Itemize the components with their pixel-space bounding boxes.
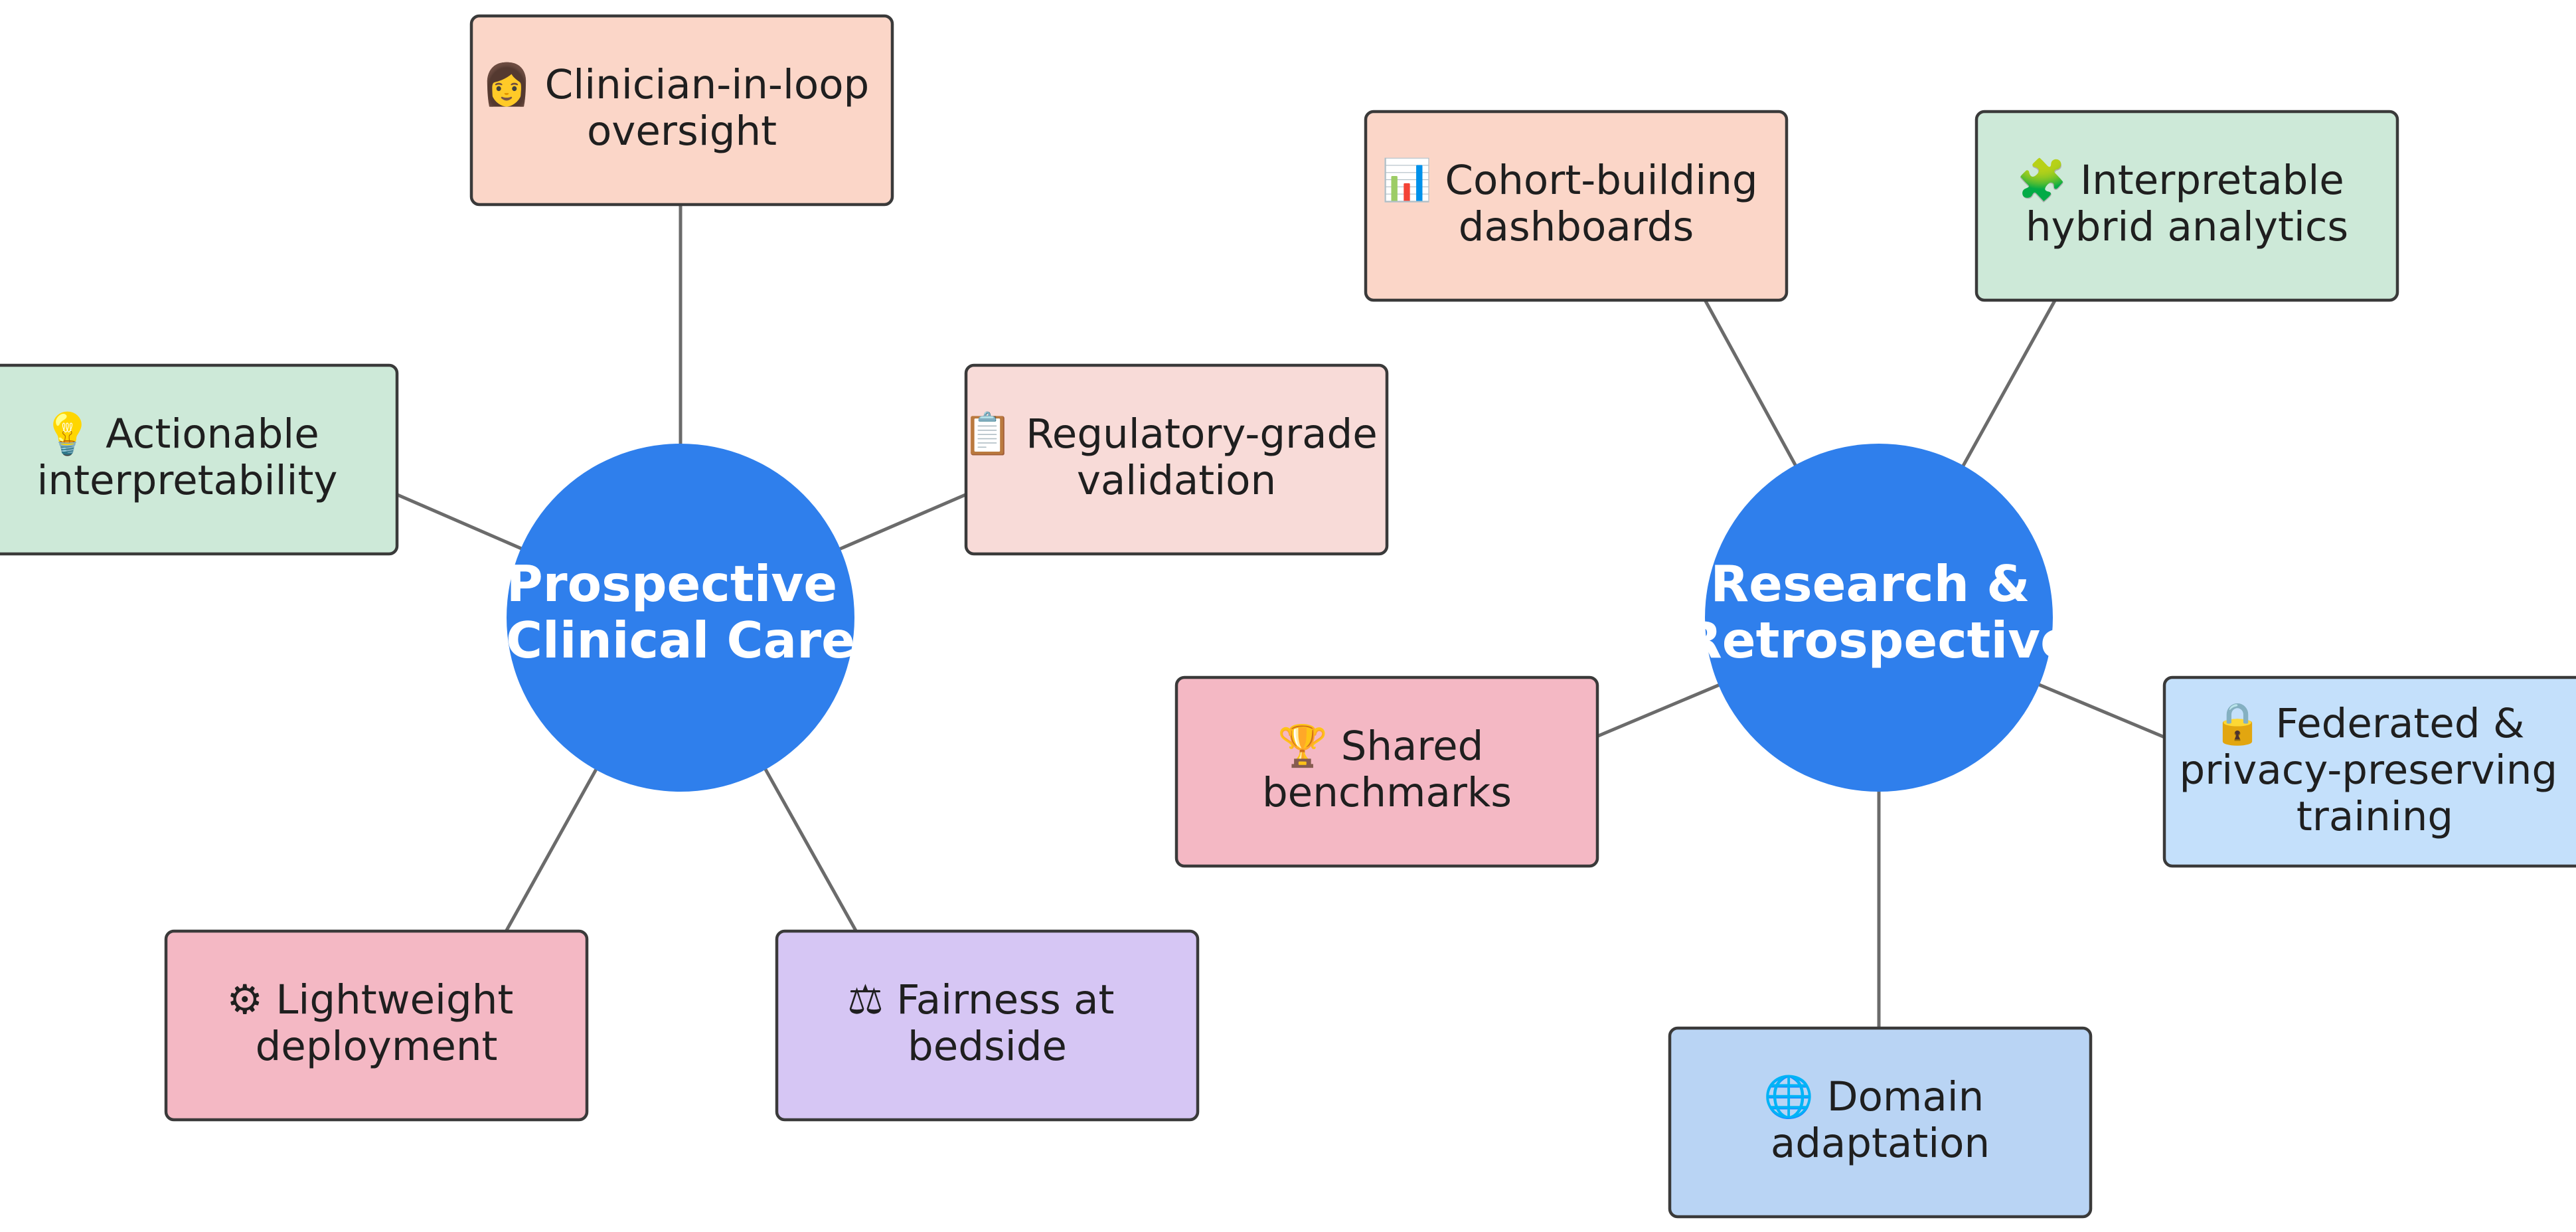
svg-text:👩 Clinician-in-loop ove: 👩 Clinician-in-loop oversight	[481, 61, 882, 155]
node-box	[1174, 675, 1599, 868]
node-line: hybrid analytics	[2026, 203, 2348, 250]
node-shared-benchmarks: 🏆 Shared benchmarks	[1174, 675, 1599, 868]
node-line: 👩 Clinician-in-loop	[481, 61, 869, 108]
node-line: 📊 Cohort-building	[1382, 157, 1758, 204]
node-line: interpretability	[37, 457, 337, 504]
node-box	[164, 929, 589, 1122]
svg-text:Prospective Clinical Car: Prospective Clinical Care	[506, 555, 855, 669]
node-line: 🧩 Interpretable	[2017, 157, 2344, 204]
svg-text:Research & Retrospective: Research & Retrospective	[1684, 555, 2074, 669]
hub-circle	[1705, 444, 2053, 792]
node-actionable-interpretability: 💡 Actionable interpretability	[0, 363, 399, 556]
node-line: ⚙ Lightweight	[226, 976, 513, 1023]
node-line: deployment	[256, 1023, 498, 1070]
node-line: 📋 Regulatory-grade	[963, 410, 1378, 458]
node-line: ⚖ Fairness at	[847, 976, 1114, 1023]
node-line: benchmarks	[1262, 769, 1512, 816]
node-line: training	[2296, 793, 2453, 840]
svg-text:🧩 Interpretable hybrid: 🧩 Interpretable hybrid analytics	[2017, 157, 2357, 250]
hub-title-line: Clinical Care	[506, 611, 855, 669]
node-box	[1974, 110, 2399, 302]
node-box	[469, 14, 894, 207]
node-line: adaptation	[1771, 1120, 1990, 1167]
hub-title-line: Retrospective	[1684, 611, 2074, 669]
node-interpretable-analytics: 🧩 Interpretable hybrid analytics	[1974, 110, 2399, 302]
node-line: 🏆 Shared	[1277, 723, 1483, 770]
svg-text:💡 Actionable interpreta: 💡 Actionable interpretability	[37, 410, 337, 504]
node-box	[1364, 110, 1789, 302]
node-box	[964, 363, 1389, 556]
hub-prospective-clinical-care: Prospective Clinical Care	[506, 444, 855, 792]
node-regulatory-validation: 📋 Regulatory-grade validation	[963, 363, 1390, 556]
svg-text:⚙ Lightweight deployment: ⚙ Lightweight deployment	[226, 976, 526, 1070]
node-line: 🔒 Federated &	[2212, 700, 2524, 747]
hub-research-retrospective: Research & Retrospective	[1684, 444, 2074, 792]
node-line: oversight	[587, 108, 777, 155]
node-domain-adaptation: 🌐 Domain adaptation	[1668, 1026, 2093, 1219]
node-line: dashboards	[1459, 203, 1694, 250]
node-lightweight-deployment: ⚙ Lightweight deployment	[164, 929, 589, 1122]
node-line: privacy-preserving	[2179, 747, 2557, 794]
node-federated-training: 🔒 Federated & privacy-preserving trainin…	[2162, 675, 2576, 868]
node-clinician-oversight: 👩 Clinician-in-loop oversight	[469, 14, 894, 207]
hub-circle	[507, 444, 854, 792]
node-box	[0, 363, 399, 556]
svg-text:📋 Regulatory-grade vali: 📋 Regulatory-grade validation	[963, 410, 1390, 504]
node-box	[775, 929, 1200, 1122]
svg-text:⚖ Fairness at bedside: ⚖ Fairness at bedside	[847, 976, 1127, 1070]
hub-title-line: Research &	[1710, 555, 2030, 613]
node-cohort-dashboards: 📊 Cohort-building dashboards	[1364, 110, 1789, 302]
svg-text:🏆 Shared benchmarks: 🏆 Shared benchmarks	[1262, 723, 1512, 816]
node-box	[2162, 675, 2576, 868]
node-line: bedside	[908, 1023, 1067, 1070]
node-box	[1668, 1026, 2093, 1219]
node-fairness-bedside: ⚖ Fairness at bedside	[775, 929, 1200, 1122]
node-line: 🌐 Domain	[1763, 1073, 1984, 1120]
hub-title-line: Prospective	[507, 555, 837, 613]
node-line: 💡 Actionable	[42, 410, 319, 458]
svg-text:📊 Cohort-building dashb: 📊 Cohort-building dashboards	[1382, 157, 1771, 250]
node-line: validation	[1077, 457, 1276, 504]
svg-text:🌐 Domain adaptation: 🌐 Domain adaptation	[1763, 1073, 1996, 1167]
svg-text:🔒 Federated & privacy-p: 🔒 Federated & privacy-preserving trainin…	[2179, 700, 2570, 840]
